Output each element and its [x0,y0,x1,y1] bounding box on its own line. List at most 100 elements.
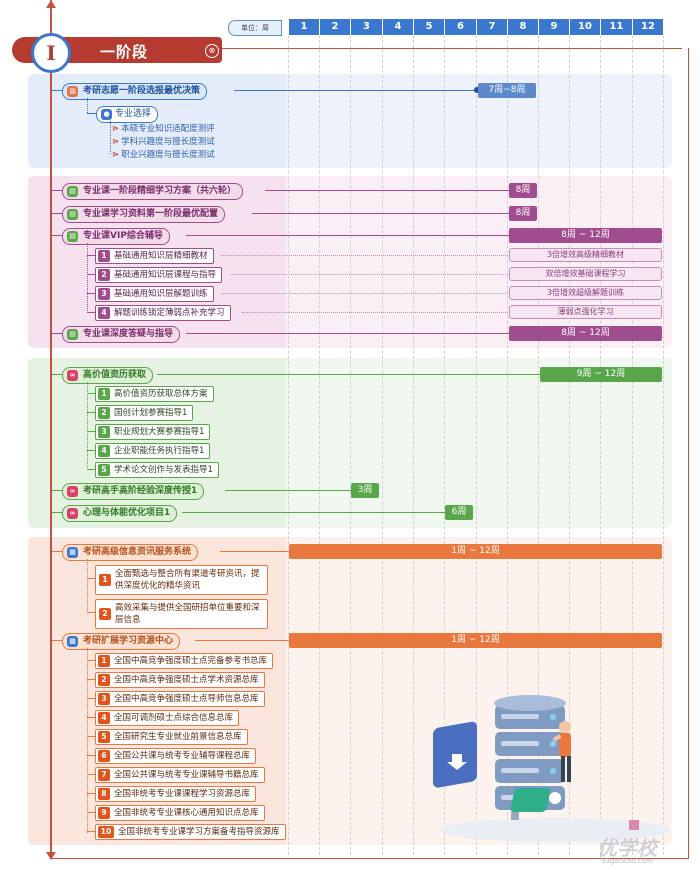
duration-line [186,235,510,236]
connector [87,382,88,470]
info-card-2: 2 高效采集与提供全国研招单位重要和深层信息 [95,599,268,629]
frame-bottom-line [50,858,689,859]
stage-chevron-icon[interactable]: ⊗ [205,44,219,58]
connector [52,90,62,91]
month-header: 1 [288,18,320,36]
section-4-duration-2: 1周 ~ 12周 [289,633,662,648]
book-icon: ▤ [67,329,78,340]
grid-line [600,35,601,855]
section-2-row-1[interactable]: ▤ 专业课一阶段精细学习方案（共六轮） [62,183,244,200]
stage-title: 一阶段 [100,43,149,61]
section-2-sub-1-detail: 3倍增效高级精细教材 [509,248,662,262]
section-4-title-2[interactable]: ▦ 考研扩展学习资源中心 [62,633,181,650]
number-badge: 6 [98,750,110,762]
server-illustration [433,695,670,842]
duration-line [186,333,510,334]
document-icon: ▦ [67,636,78,647]
connector [87,293,95,294]
number-badge: 5 [98,464,110,476]
number-badge: 1 [98,250,110,262]
section-4-title[interactable]: ▦ 考研高级信息资讯服务系统 [62,544,199,561]
connector [52,235,62,236]
month-header: 11 [600,18,633,36]
section-2-row-4[interactable]: ▤ 专业课深度答疑与指导 [62,326,181,343]
connector [87,255,95,256]
connector [52,333,62,334]
month-header: 2 [319,18,351,36]
axis-top-arrow-icon [46,0,56,8]
section-3-sub-2: 2 国创计划参赛指导1 [95,405,194,421]
section-3-row-2[interactable]: ∞ 考研高手高阶经验深度传授1 [62,483,205,500]
stage-line [190,48,682,49]
info-card-1: 1 全面甄选与整合所有渠道考研资讯，提供深度优化的精华资讯 [95,565,268,595]
bullet-icon: ⋗ [112,137,120,147]
number-badge: 3 [98,288,110,300]
number-badge: 4 [98,445,110,457]
grid-line [632,35,633,855]
section-2-row-2-duration: 8周 [509,206,537,221]
section-1-duration: 7周~8周 [478,83,536,98]
connector [87,717,95,718]
number-badge: 7 [98,769,110,781]
section-2-sub-4: 4 解题训练锁定薄弱点补充学习 [95,305,231,321]
timeline-axis [50,0,52,855]
connector [87,812,95,813]
section-3-row-3[interactable]: ∞ 心理与体能优化项目1 [62,505,178,522]
section-3-sub-3: 3 职业规划大赛参赛指导1 [95,424,211,440]
month-header: 9 [538,18,570,36]
link-icon: ∞ [67,508,78,519]
grid-line [350,35,351,855]
connector [221,255,510,257]
month-header: 10 [569,18,601,36]
section-3-sub-1: 1 高价值资历获取总体方案 [95,386,214,402]
connector [87,243,88,313]
link-icon: ∞ [67,370,78,381]
number-badge: 1 [99,574,111,586]
unit-label: 单位：周 [228,20,282,36]
connector [87,660,95,661]
connector [87,312,95,313]
section-2-sub-3-detail: 3倍增效超级解题训练 [509,286,662,300]
number-badge: 9 [98,807,110,819]
connector [52,374,62,375]
connector [87,755,95,756]
frame-right-line [688,48,689,858]
month-header: 6 [444,18,477,36]
section-3-duration: 9周 ~ 12周 [540,367,662,382]
section-3-row-2-duration: 3周 [351,483,379,498]
connector [52,640,62,641]
section-2-sub-3: 3 基础通用知识层解题训练 [95,286,214,302]
duration-line [220,551,290,552]
grid-line [538,35,539,855]
month-header: 8 [507,18,539,36]
number-badge: 2 [99,608,111,620]
stage-numeral: I [31,33,71,73]
section-1-title[interactable]: ▥ 考研志愿一阶段选报最优决策 [62,83,208,100]
connector [87,679,95,680]
month-header: 7 [476,18,508,36]
section-2-row-3[interactable]: ▤ 专业课VIP综合辅导 [62,228,170,245]
connector [242,312,510,314]
section-2-row-2[interactable]: ▤ 专业课学习资料第一阶段最优配置 [62,206,226,223]
connector [87,831,95,832]
connector [87,274,95,275]
grid-line [382,35,383,855]
list-item: ⋗学科兴趣度与擅长度测试 [112,137,215,147]
grid-line [569,35,570,855]
section-2-row-3-duration: 8周 ~ 12周 [509,228,662,243]
document-icon: ▦ [67,547,78,558]
section-3-title[interactable]: ∞ 高价值资历获取 [62,367,154,384]
connector [87,774,95,775]
section-2-row-1-duration: 8周 [509,183,537,198]
connector [52,512,62,513]
connector [87,393,95,394]
grid-line [319,35,320,855]
connector [87,450,95,451]
